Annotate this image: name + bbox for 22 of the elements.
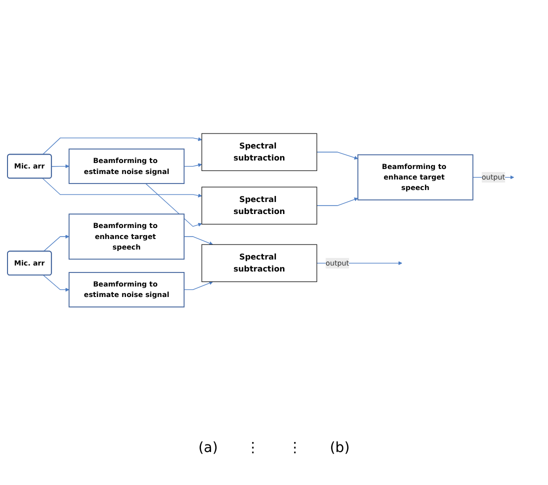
node-box	[201, 132, 318, 171]
panel-label: ⋮	[246, 440, 260, 456]
arrow	[42, 136, 202, 155]
arrow	[42, 178, 202, 198]
panel-label: (b)	[330, 440, 350, 456]
node-box	[201, 186, 318, 224]
node-box	[68, 272, 185, 308]
arrow	[184, 162, 202, 167]
node-box	[201, 244, 318, 282]
arrow	[145, 182, 202, 227]
panel-label: (a)	[198, 440, 218, 456]
arrow	[316, 152, 358, 160]
node-box	[68, 213, 185, 260]
arrow	[51, 164, 70, 168]
node-box	[357, 154, 474, 200]
arrow	[43, 234, 70, 252]
arrow	[43, 274, 70, 292]
arrow	[184, 280, 214, 290]
arrow	[184, 236, 214, 245]
arrow	[316, 197, 358, 206]
node-box	[68, 148, 185, 184]
panel-label: ⋮	[288, 440, 302, 456]
